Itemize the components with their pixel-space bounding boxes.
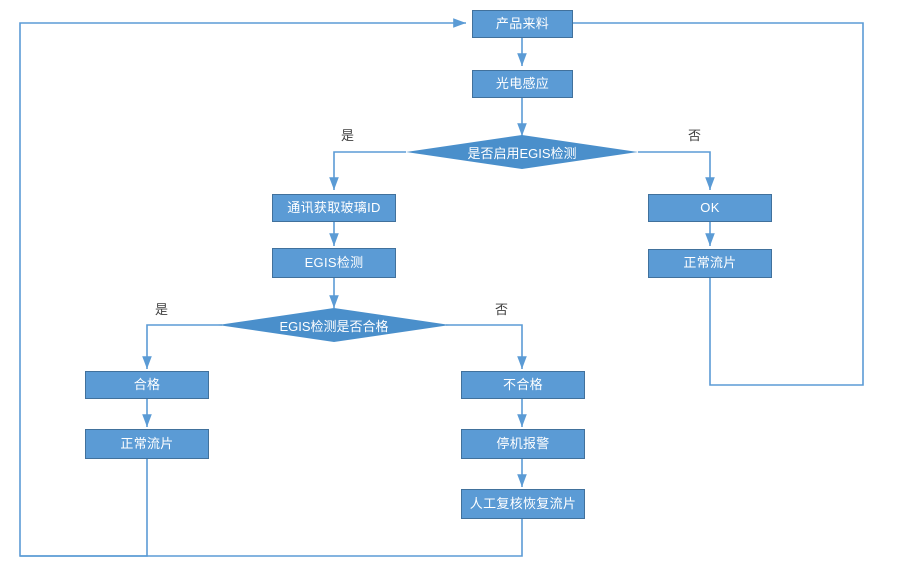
node-decision-egis-pass-label: EGIS检测是否合格 [279, 318, 389, 334]
node-decision-enable-egis-label: 是否启用EGIS检测 [467, 145, 577, 161]
node-manual-recheck[interactable]: 人工复核恢复流片 [461, 489, 585, 519]
node-start[interactable]: 产品来料 [472, 10, 573, 38]
node-decision-egis-pass[interactable]: EGIS检测是否合格 [218, 308, 450, 342]
node-fail-label: 不合格 [503, 376, 543, 392]
edge-label-pass-yes: 是 [155, 302, 169, 317]
edge-right-loop-to-start [478, 18, 864, 386]
edge-left-loop-to-start [19, 18, 466, 557]
node-get-glass-id-label: 通讯获取玻璃ID [287, 199, 381, 215]
edge-decision2-yes [142, 324, 222, 369]
node-fail[interactable]: 不合格 [461, 371, 585, 399]
edge-label-pass-no: 否 [495, 302, 509, 317]
node-get-glass-id[interactable]: 通讯获取玻璃ID [272, 194, 396, 222]
node-normal-flow-left-label: 正常流片 [120, 435, 174, 451]
node-stop-alarm[interactable]: 停机报警 [461, 429, 585, 459]
node-egis-check-label: EGIS检测 [304, 254, 364, 270]
edge-decision1-no [638, 151, 715, 190]
node-normal-flow-right-label: 正常流片 [683, 255, 737, 271]
node-manual-recheck-label: 人工复核恢复流片 [469, 495, 577, 511]
node-pass[interactable]: 合格 [85, 371, 209, 399]
edge-label-enable-no: 否 [688, 128, 702, 143]
edge-label-enable-yes: 是 [341, 128, 355, 143]
node-decision-enable-egis[interactable]: 是否启用EGIS检测 [406, 135, 638, 169]
node-normal-flow-left[interactable]: 正常流片 [85, 429, 209, 459]
edge-manualrecheck-to-bottomrail [20, 519, 523, 557]
node-normal-flow-right[interactable]: 正常流片 [648, 249, 772, 278]
node-ok-label: OK [700, 199, 720, 215]
node-egis-check[interactable]: EGIS检测 [272, 248, 396, 278]
node-pass-label: 合格 [133, 376, 161, 392]
node-start-label: 产品来料 [495, 15, 550, 31]
node-ok[interactable]: OK [648, 194, 772, 222]
node-stop-alarm-label: 停机报警 [496, 435, 550, 451]
node-photo-sensor[interactable]: 光电感应 [472, 70, 573, 98]
decision-egis-pass-shape [218, 308, 450, 342]
decision-enable-egis-shape [406, 135, 638, 169]
node-photo-sensor-label: 光电感应 [495, 75, 550, 91]
edge-decision2-no [446, 324, 527, 369]
edge-decision1-yes [329, 151, 406, 190]
